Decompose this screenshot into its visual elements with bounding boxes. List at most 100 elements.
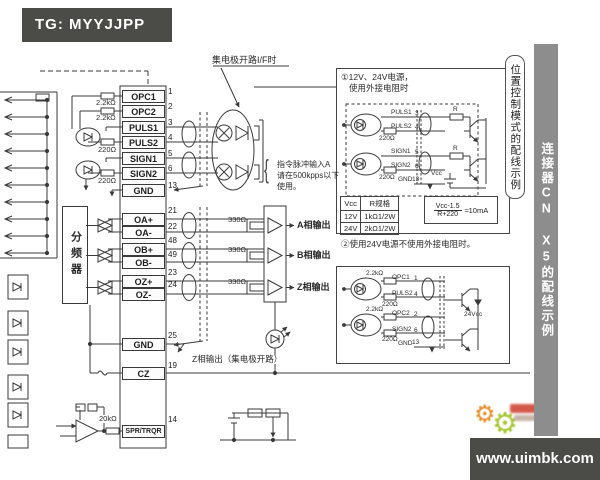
current-formula-box: Vcc-1.5 R+220 ≈10mA [424, 196, 498, 224]
pulse-note-line2: 请在500kpps以下 [277, 171, 340, 180]
box2-r220a-label: 220Ω [382, 301, 398, 308]
table-header-rspec: R规格 [360, 196, 400, 211]
spr-trqr-circuit [56, 403, 122, 443]
pin-number: 24 [168, 280, 177, 289]
frequency-divider-box: 分频器 [62, 206, 88, 304]
box1-puls2-label: PULS2 [391, 123, 412, 130]
box1-r220b-label: 220Ω [379, 174, 395, 181]
pin-oa-minus: OA- [122, 226, 165, 239]
pin-number: 2 [168, 102, 173, 111]
twisted-pair-icon [421, 277, 435, 301]
gear-icon: ⚙ [474, 401, 496, 428]
pin-puls1: PULS1 [122, 121, 165, 134]
pin-number: 22 [168, 222, 177, 231]
pin-ob-plus: OB+ [122, 243, 165, 256]
output-z-label: Z相输出 [297, 282, 330, 292]
resistor-label: 220Ω [98, 176, 117, 185]
cell-2k: 2kΩ1/2W [360, 222, 400, 235]
formula-denominator: R+220 [437, 210, 459, 218]
pin-opc2: OPC2 [122, 105, 165, 118]
output-a-label: A相输出 [297, 220, 331, 230]
box1-sign1-label: SIGN1 [391, 148, 411, 155]
box1-pin4: 4 [415, 124, 419, 131]
panel-box2-circuit [342, 276, 482, 352]
output-b-label: B相输出 [297, 250, 331, 260]
resistor-label: 2.2kΩ [96, 113, 116, 122]
twisted-pair-icon [181, 120, 197, 148]
pin-gnd25: GND [122, 338, 165, 351]
box1-puls1-label: PULS1 [391, 109, 412, 116]
table-row: 24V 2kΩ1/2W [339, 222, 400, 235]
optocoupler-icon [75, 160, 101, 180]
encoder-driver-wires [86, 218, 122, 295]
box1-sign2-label: SIGN2 [391, 162, 411, 169]
pin-number: 49 [168, 250, 177, 259]
table-row: 12V 1kΩ1/2W [339, 210, 400, 223]
twisted-pair-icon [421, 315, 435, 339]
open-collector-bubble [211, 65, 336, 191]
box1-r220a-label: 220Ω [379, 135, 395, 142]
pin-spr-trqr: SPR/TRQR [122, 425, 165, 438]
pin-number: 13 [168, 181, 177, 190]
box2-opc2-label: OPC2 [392, 310, 410, 317]
pin-number: 23 [168, 268, 177, 277]
box2-pin4: 4 [414, 291, 418, 298]
cell-12v: 12V [339, 210, 362, 223]
photo-output-icon [265, 329, 285, 349]
box2-r220b-label: 220Ω [382, 336, 398, 343]
input-circuit-left [71, 92, 122, 196]
box1-vcc-label: Vcc [431, 170, 442, 177]
box1-ra-label: R [453, 106, 458, 113]
formula-result: ≈10mA [464, 205, 489, 215]
box1-gnd-label: GND [398, 176, 413, 183]
pin-number: 19 [168, 361, 177, 370]
pin-puls2: PULS2 [122, 136, 165, 149]
frequency-divider-label: 分频器 [69, 231, 82, 279]
formula-numerator: Vcc-1.5 [433, 202, 462, 211]
panel-box2 [336, 266, 510, 364]
pin-number: 21 [168, 206, 177, 215]
pin-number: 1 [168, 87, 173, 96]
box2-pin13: 13 [412, 339, 420, 346]
box2-r22b-label: 2.2kΩ [366, 306, 384, 313]
formula-fraction: Vcc-1.5 R+220 [433, 202, 462, 218]
z-open-collector-label: Z相输出（集电极开路） [190, 354, 285, 364]
box1-pin13: 13 [412, 176, 420, 183]
pin-oz-plus: OZ+ [122, 275, 165, 288]
gear-icon: ⚙ [492, 408, 518, 440]
pin-cz: CZ [122, 367, 165, 380]
header-tag: TG: MYYJJPP [22, 8, 172, 42]
resistor-label: 330Ω [228, 245, 247, 254]
resistor-label: 220Ω [98, 145, 117, 154]
pin-number: 5 [168, 149, 173, 158]
twisted-pair-icon [418, 112, 432, 136]
watermark-red-text [510, 404, 556, 413]
pulse-note-line1: 指令脉冲输入A [277, 160, 331, 169]
box2-puls2-label: PULS2 [392, 290, 413, 297]
panel-note1-line2: 使用外接电阻时 [349, 83, 409, 93]
box2-pin2: 2 [414, 311, 418, 318]
panel-box1-circuit [342, 103, 487, 197]
table-header-vcc: Vcc [339, 196, 362, 211]
box2-pin1: 1 [414, 275, 418, 282]
pin-gnd13: GND [122, 184, 165, 197]
resistor-label: 2.2kΩ [96, 98, 116, 107]
resistor-label: 330Ω [228, 215, 247, 224]
pin-oa-plus: OA+ [122, 213, 165, 226]
pin-number: 25 [168, 331, 177, 340]
pin-number: 14 [168, 415, 177, 424]
open-collector-note: 集电极开路I/F时 [212, 55, 277, 65]
panel-note2: ②使用24V电源不使用外接电阻时。 [341, 239, 476, 249]
box1-pin3: 3 [415, 110, 419, 117]
gnd-cz-left-links [87, 305, 122, 376]
left-connector-strip [0, 91, 58, 259]
bottom-right-circuit [220, 408, 296, 443]
pin-sign2: SIGN2 [122, 167, 165, 180]
isolator-input-boxes [7, 274, 29, 449]
dashed-boundary [40, 70, 149, 86]
pin-number: 4 [168, 133, 173, 142]
pin-ob-minus: OB- [122, 256, 165, 269]
box1-pin6: 6 [415, 163, 419, 170]
